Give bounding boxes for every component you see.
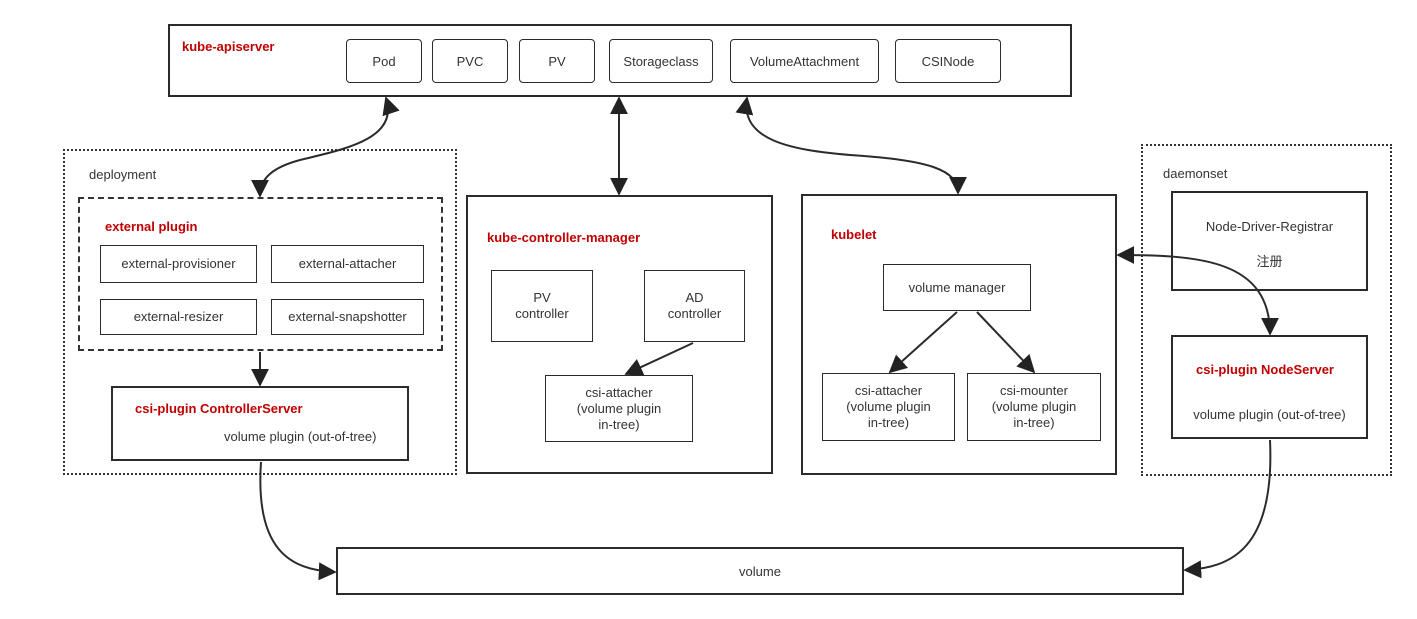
- kube-controller-manager-title: kube-controller-manager: [487, 230, 641, 245]
- volume-manager-csi-attacher-connector: [888, 311, 958, 374]
- controller-server-box: csi-plugin ControllerServer volume plugi…: [111, 386, 409, 461]
- external-plugin-title: external plugin: [105, 219, 198, 234]
- kubelet-node-server-connector: [1116, 246, 1279, 336]
- ad-controller-box: AD controller: [644, 270, 745, 342]
- node-driver-registrar-title: Node-Driver-Registrar: [1205, 219, 1334, 234]
- resource-pod: Pod: [346, 39, 422, 83]
- resource-volumeattachment: VolumeAttachment: [730, 39, 879, 83]
- volumeattachment-kubelet-connector: [735, 96, 967, 195]
- daemonset-label: daemonset: [1163, 166, 1228, 181]
- node-server-subtitle: volume plugin (out-of-tree): [1193, 407, 1346, 422]
- controller-server-volume-connector: [259, 461, 337, 581]
- external-provisioner-box: external-provisioner: [100, 245, 257, 283]
- node-server-box: csi-plugin NodeServer volume plugin (out…: [1171, 335, 1368, 439]
- kube-apiserver-title: kube-apiserver: [182, 39, 275, 54]
- pv-controller-box: PV controller: [491, 270, 593, 342]
- ad-controller-csi-attacher-connector: [624, 342, 694, 376]
- controller-server-subtitle: volume plugin (out-of-tree): [224, 429, 377, 444]
- resource-pvc: PVC: [432, 39, 508, 83]
- external-resizer-box: external-resizer: [100, 299, 257, 335]
- kubelet-title: kubelet: [831, 227, 877, 242]
- controller-server-title: csi-plugin ControllerServer: [135, 401, 303, 416]
- kubelet-csi-mounter-box: csi-mounter (volume plugin in-tree): [967, 373, 1101, 441]
- resource-storageclass: Storageclass: [609, 39, 713, 83]
- pod-external-plugin-connector: [251, 96, 400, 198]
- volume-manager-box: volume manager: [883, 264, 1031, 311]
- resource-csinode: CSINode: [895, 39, 1001, 83]
- external-snapshotter-box: external-snapshotter: [271, 299, 424, 335]
- external-plugin-group: external plugin: [78, 197, 443, 351]
- external-attacher-box: external-attacher: [271, 245, 424, 283]
- volume-box: volume: [336, 547, 1184, 595]
- resource-pv: PV: [519, 39, 595, 83]
- node-server-volume-connector: [1183, 439, 1272, 579]
- volume-label: volume: [739, 563, 781, 579]
- cm-csi-attacher-box: csi-attacher (volume plugin in-tree): [545, 375, 693, 442]
- deployment-label: deployment: [89, 167, 157, 182]
- volume-manager-csi-mounter-connector: [976, 311, 1036, 374]
- kubelet-csi-attacher-box: csi-attacher (volume plugin in-tree): [822, 373, 955, 441]
- node-server-title: csi-plugin NodeServer: [1196, 362, 1334, 377]
